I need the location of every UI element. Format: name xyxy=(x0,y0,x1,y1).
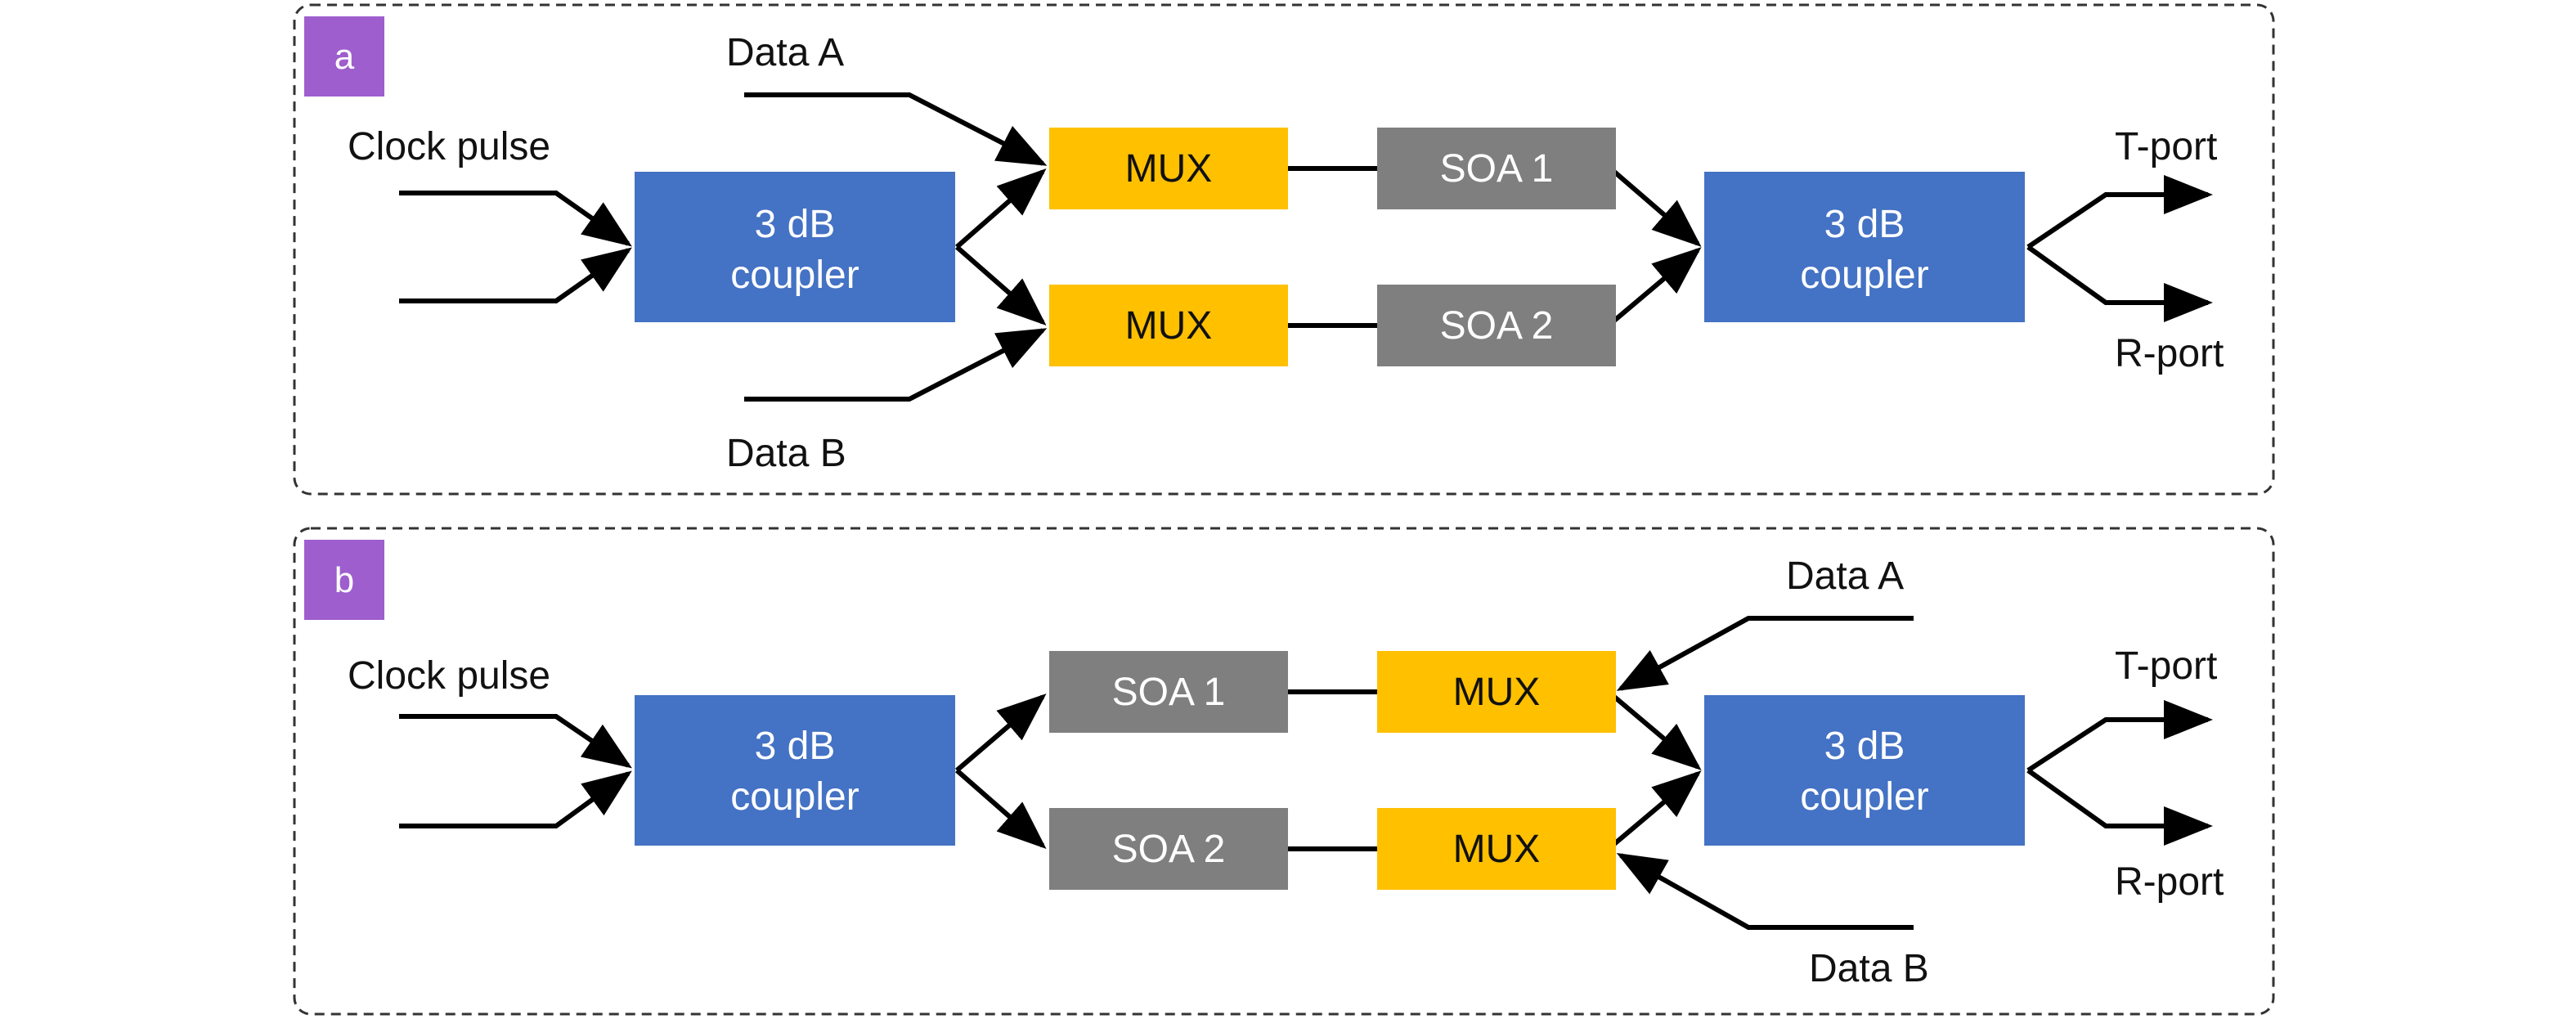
panel-b-coupler-to-soa-bottom-wire xyxy=(955,768,1047,849)
panel-b-coupler-in-line1: 3 dB xyxy=(755,725,836,768)
panel-b-coupler-in-box xyxy=(635,695,955,846)
panel-b-coupler-out-line1: 3 dB xyxy=(1824,725,1905,768)
panel-b-data-a-wire xyxy=(1616,616,1914,691)
panel-b-soa-bottom-label: SOA 2 xyxy=(1112,828,1226,871)
panel-a-data-a-label: Data A xyxy=(726,31,844,74)
panel-b-mux-top-box xyxy=(1377,651,1616,733)
panel-b-frame xyxy=(293,527,2275,1016)
panel-a-soa-bottom-to-coupler-wire xyxy=(1613,247,1702,323)
panel-a-coupler-to-mux-top-wire xyxy=(955,168,1047,249)
panel-a-clock-label: Clock pulse xyxy=(348,125,550,168)
panel-b-tag: b xyxy=(334,560,354,600)
panel-a: a Clock pulse Data A Data B T-port R-por… xyxy=(293,3,2275,496)
panel-b-coupler-in-line2: coupler xyxy=(730,775,859,819)
panel-a-soa-bottom-label: SOA 2 xyxy=(1440,304,1554,348)
panel-a-mux-top-label: MUX xyxy=(1125,147,1213,191)
panel-b-clock-wire-bottom xyxy=(399,770,632,828)
panel-a-r-port-label: R-port xyxy=(2115,332,2224,375)
panel-b-soa-top-box xyxy=(1049,651,1288,733)
panel-b-clock-label: Clock pulse xyxy=(348,654,550,698)
panel-b-t-port-wire xyxy=(2026,700,2213,773)
panel-a-soa-top-box xyxy=(1377,128,1616,209)
panel-a-data-b-wire xyxy=(744,328,1048,402)
panel-a-t-port-label: T-port xyxy=(2115,125,2217,168)
panel-a-coupler-in-line1: 3 dB xyxy=(755,203,836,246)
panel-b-mux-bottom-to-coupler-wire xyxy=(1613,770,1702,846)
panel-b-r-port-label: R-port xyxy=(2115,860,2224,904)
panel-b-mux-top-label: MUX xyxy=(1453,671,1541,714)
panel-a-coupler-out-line2: coupler xyxy=(1800,254,1928,297)
panel-b-mux-bottom-label: MUX xyxy=(1453,828,1541,871)
panel-b-coupler-out-box xyxy=(1704,695,2025,846)
panel-b-tag-box xyxy=(304,540,384,620)
panel-a-coupler-in-line2: coupler xyxy=(730,254,859,297)
panel-b-coupler-to-soa-top-wire xyxy=(955,694,1047,773)
panel-b-soa-top-label: SOA 1 xyxy=(1112,671,1226,714)
panel-b-r-port-wire xyxy=(2026,768,2213,846)
panel-b-coupler-out-line2: coupler xyxy=(1800,775,1928,819)
panel-a-soa-bottom-box xyxy=(1377,285,1616,366)
panel-b-data-a-label: Data A xyxy=(1786,554,1904,598)
panel-a-coupler-in-box xyxy=(635,172,955,322)
panel-a-coupler-out-line1: 3 dB xyxy=(1824,203,1905,246)
panel-a-r-port-wire xyxy=(2026,245,2213,322)
panel-b-mux-top-to-coupler-wire xyxy=(1613,694,1702,770)
panel-a-t-port-wire xyxy=(2026,175,2213,249)
panel-a-tag-box xyxy=(304,16,384,97)
panel-a-data-a-wire xyxy=(744,92,1048,166)
panel-b-t-port-label: T-port xyxy=(2115,644,2217,688)
panel-b-soa-bottom-box xyxy=(1049,808,1288,890)
panel-a-coupler-out-box xyxy=(1704,172,2025,322)
panel-a-frame xyxy=(293,3,2275,496)
panel-a-coupler-to-mux-bottom-wire xyxy=(955,245,1047,325)
panel-a-tag: a xyxy=(334,37,355,77)
panel-a-mux-bottom-label: MUX xyxy=(1125,304,1213,348)
panel-a-soa-top-label: SOA 1 xyxy=(1440,147,1554,191)
panel-b-data-b-label: Data B xyxy=(1809,947,1929,990)
panel-a-mux-bottom-box xyxy=(1049,285,1288,366)
panel-b-clock-wire-top xyxy=(399,714,632,769)
panel-a-clock-wire-top xyxy=(399,191,632,247)
panel-a-clock-wire-bottom xyxy=(399,247,632,303)
panel-b-mux-bottom-box xyxy=(1377,808,1616,890)
panel-b-data-b-wire xyxy=(1616,853,1914,930)
panel-a-mux-top-box xyxy=(1049,128,1288,209)
panel-b: b Clock pulse Data A Data B T-port R-por… xyxy=(293,527,2275,1016)
panel-a-data-b-label: Data B xyxy=(726,432,846,475)
panel-a-soa-top-to-coupler-wire xyxy=(1613,169,1702,247)
